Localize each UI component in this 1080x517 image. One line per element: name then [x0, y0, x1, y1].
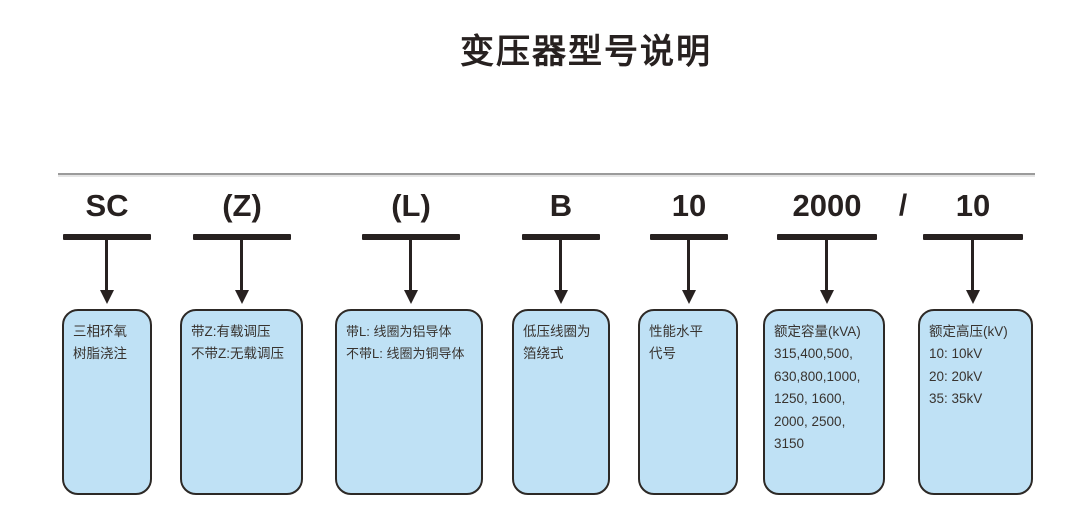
underline-bar-performance	[650, 234, 728, 240]
meaning-box-z: 带Z:有载调压 不带Z:无载调压	[180, 309, 303, 495]
arrow-head-icon-sc	[100, 290, 114, 304]
meaning-box-voltage: 额定高压(kV) 10: 10kV 20: 20kV 35: 35kV	[918, 309, 1033, 495]
page-title: 变压器型号说明	[460, 33, 712, 71]
meaning-line: 1250, 1600,	[774, 391, 846, 407]
arrow-head-icon-l	[404, 290, 418, 304]
model-code-z: (Z)	[222, 188, 262, 223]
meaning-box-l: 带L: 线圈为铝导体 不带L: 线圈为铜导体	[335, 309, 483, 495]
meaning-line: 额定容量(kVA)	[774, 324, 861, 339]
model-code-performance: 10	[671, 188, 707, 223]
horizontal-divider	[58, 173, 1035, 175]
arrow-line-z	[240, 240, 243, 292]
meaning-line: 性能水平	[649, 324, 703, 339]
slash-separator: /	[898, 189, 908, 222]
arrow-line-b	[559, 240, 562, 292]
model-code-b: B	[549, 188, 573, 223]
meaning-line: 2000, 2500,	[774, 413, 846, 429]
underline-bar-sc	[63, 234, 151, 240]
arrow-head-icon-capacity	[820, 290, 834, 304]
meaning-line: 20: 20kV	[929, 368, 983, 384]
meaning-box-sc: 三相环氧 树脂浇注	[62, 309, 152, 495]
model-code-l: (L)	[391, 188, 431, 223]
meaning-line: 低压线圈为	[523, 324, 591, 339]
meaning-line: 315,400,500,	[774, 346, 853, 362]
meaning-box-capacity: 额定容量(kVA) 315,400,500, 630,800,1000, 125…	[763, 309, 885, 495]
arrow-line-capacity	[825, 240, 828, 292]
model-code-capacity: 2000	[792, 188, 862, 223]
meaning-line: 带Z:有载调压	[191, 324, 271, 339]
model-code-voltage: 10	[955, 188, 991, 223]
arrow-head-icon-z	[235, 290, 249, 304]
meaning-line: 10: 10kV	[929, 346, 983, 362]
meaning-line: 代号	[649, 346, 676, 362]
meaning-line: 不带L: 线圈为铜导体	[346, 345, 465, 361]
arrow-head-icon-performance	[682, 290, 696, 304]
underline-bar-capacity	[777, 234, 877, 240]
arrow-line-l	[409, 240, 412, 292]
underline-bar-l	[362, 234, 460, 240]
meaning-line: 箔绕式	[523, 346, 564, 362]
meaning-line: 额定高压(kV)	[929, 324, 1008, 339]
underline-bar-z	[193, 234, 291, 240]
meaning-line: 树脂浇注	[73, 346, 127, 362]
meaning-line: 630,800,1000,	[774, 368, 861, 384]
underline-bar-voltage	[923, 234, 1023, 240]
meaning-line: 35: 35kV	[929, 391, 983, 407]
arrow-head-icon-b	[554, 290, 568, 304]
arrow-line-performance	[687, 240, 690, 292]
underline-bar-b	[522, 234, 600, 240]
meaning-box-b: 低压线圈为 箔绕式	[512, 309, 610, 495]
meaning-box-performance: 性能水平 代号	[638, 309, 738, 495]
arrow-head-icon-voltage	[966, 290, 980, 304]
model-code-sc: SC	[85, 188, 129, 223]
meaning-line: 不带Z:无载调压	[191, 346, 284, 362]
arrow-line-voltage	[971, 240, 974, 292]
meaning-line: 三相环氧	[73, 324, 127, 339]
meaning-line: 带L: 线圈为铝导体	[346, 324, 452, 339]
meaning-line: 3150	[774, 436, 805, 452]
arrow-line-sc	[105, 240, 108, 292]
